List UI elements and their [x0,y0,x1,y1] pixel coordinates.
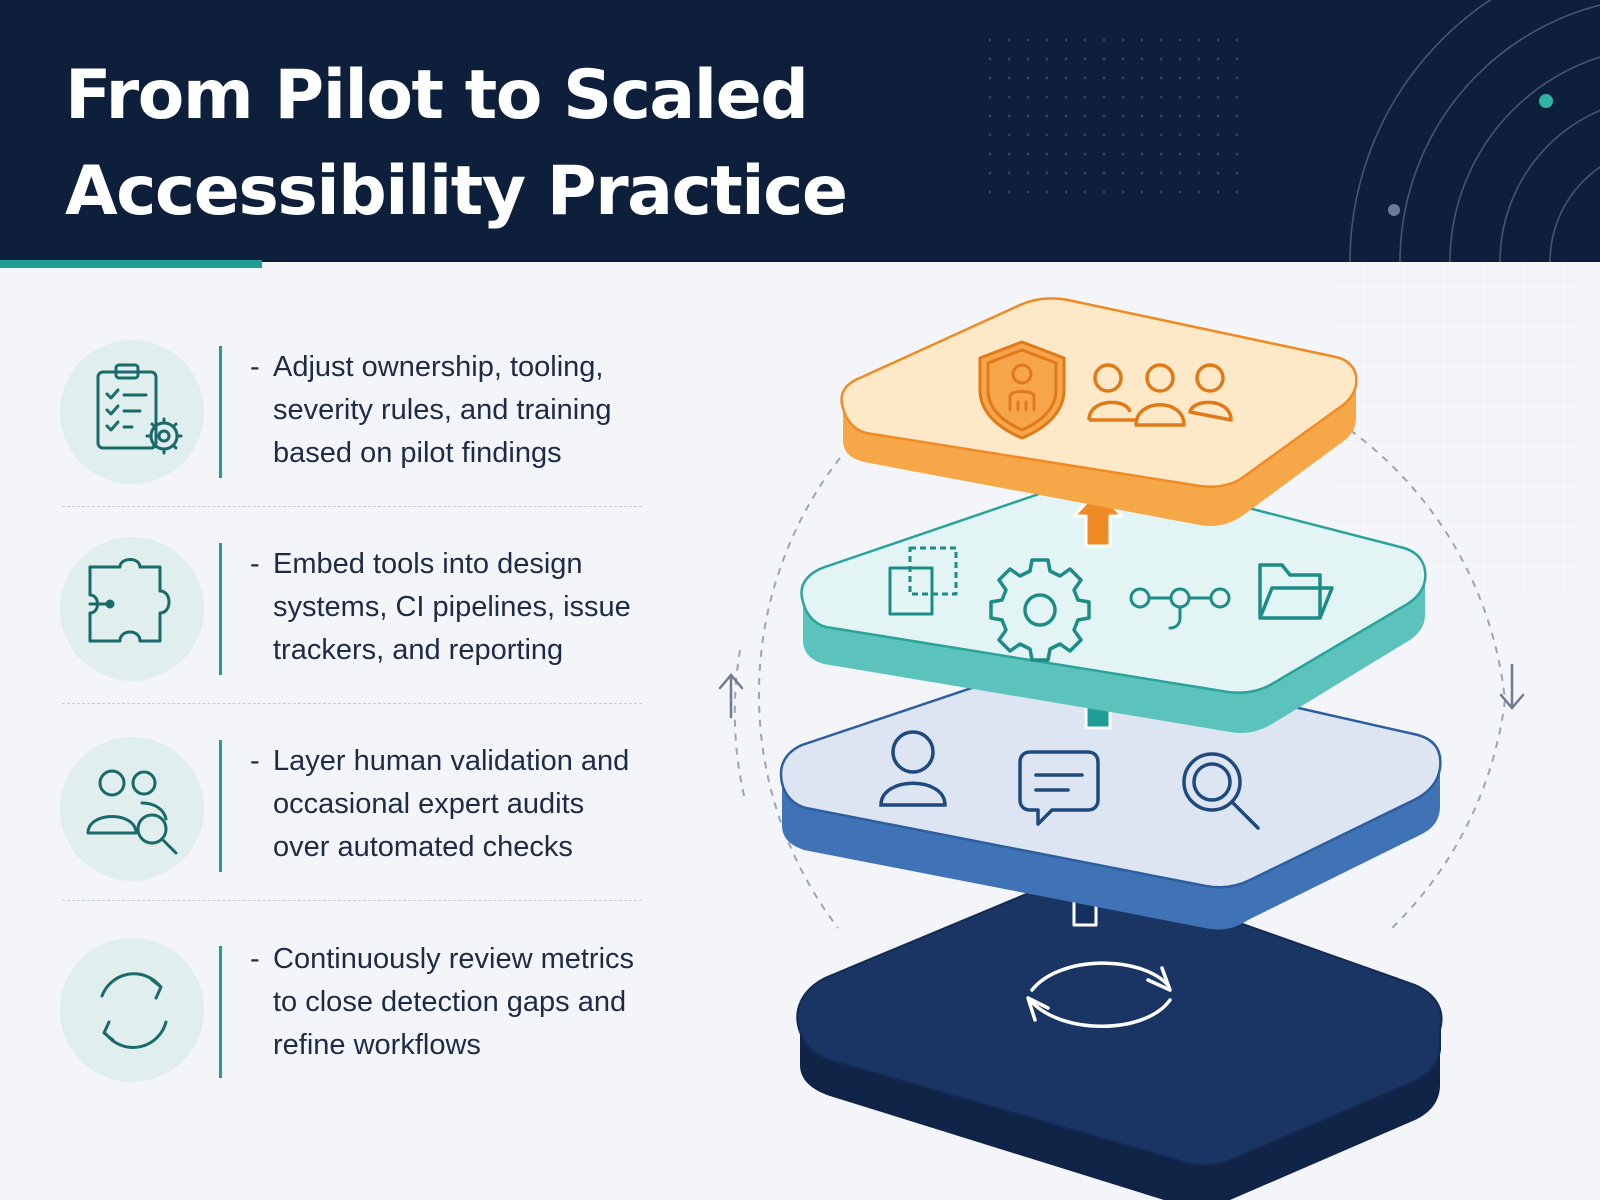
cycle-arrow-down [1499,663,1525,710]
step-2-accent-bar [219,543,222,675]
accent-dot [1539,94,1553,108]
title-line-2: Accessibility Practice [65,152,848,231]
step-3-text: - Layer human validation and occasional … [250,745,630,863]
header-accent-bar [0,260,262,268]
team-icon [1087,363,1233,427]
step-3-accent-bar [219,740,222,872]
layer-stack-diagram [718,262,1580,1200]
step-list: - Adjust ownership, tooling, severity ru… [0,262,650,1200]
title-line-1: From Pilot to Scaled [65,56,809,135]
overlap-squares-icon [888,546,958,616]
person-icon [879,730,947,807]
concentric-arcs [1349,0,1600,262]
step-4-text: - Continuously review metrics to close d… [250,943,635,1061]
cycle-ring [733,429,1506,931]
layer-continuous-improvement [796,873,1443,1200]
cycle-arrow-up [718,673,744,719]
header-decoration [985,0,1600,262]
header-banner: From Pilot to Scaled Accessibility Pract… [0,0,1600,262]
cycle-arrows-icon [1026,961,1172,1028]
people-search-icon [60,737,204,881]
gear-icon [989,558,1091,662]
magnifier-icon [1182,752,1260,830]
refresh-cycle-icon [60,938,204,1082]
step-1-text: - Adjust ownership, tooling, severity ru… [250,351,612,469]
clipboard-gear-icon [60,340,204,484]
chat-icon [1018,750,1100,826]
step-2-text: - Embed tools into design systems, CI pi… [250,548,631,666]
step-4-accent-bar [219,946,222,1078]
workflow-nodes-icon [1129,587,1231,630]
step-divider [62,703,642,704]
step-1-accent-bar [219,346,222,478]
layer-integration [800,474,1427,734]
step-divider [62,900,642,901]
step-divider [62,506,642,507]
shield-person-icon [978,340,1066,440]
puzzle-piece-icon [60,537,204,681]
folder-icon [1258,563,1334,620]
layer-governance [840,297,1358,526]
grey-dot [1388,204,1400,216]
page-title: From Pilot to Scaled Accessibility Pract… [65,48,848,240]
